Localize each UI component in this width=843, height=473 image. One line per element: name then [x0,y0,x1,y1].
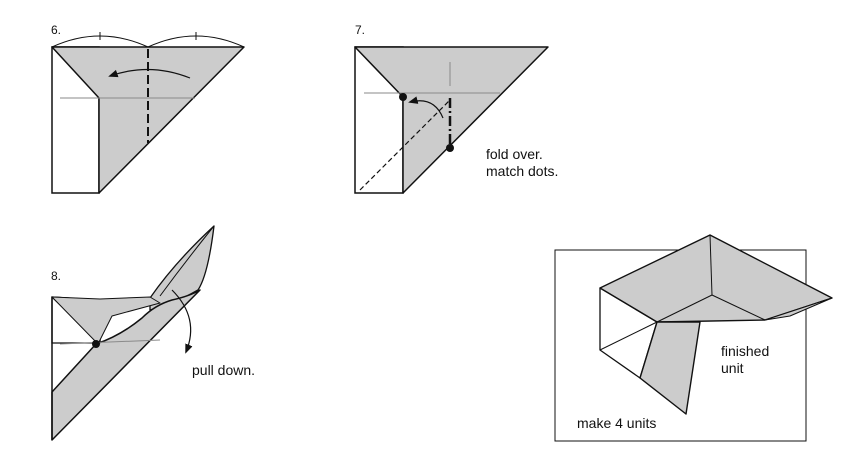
finished-unit-caption: make 4 units [577,415,656,431]
finished-unit-label-line-2: unit [721,360,744,376]
step-6-diagram: 6. [51,23,245,194]
step-7-dot-source [446,144,454,152]
step-6-number: 6. [51,23,61,37]
step-8-crease-horizontal [59,339,161,345]
step-8-main-sheet [51,289,201,441]
finished-unit-ridge-right [711,294,766,321]
step-8-dot [92,340,100,348]
finished-unit-face-edge [599,321,658,351]
finished-unit-ridge-left [599,287,658,323]
step-7-flap [354,46,549,194]
finished-unit-wing [764,297,833,321]
step-7-note-line-2: match dots. [486,163,558,179]
step-7-diagram: 7. fold over. match dots. [354,23,558,194]
step-7-number: 7. [355,23,365,37]
step-8-number: 8. [51,269,61,283]
finished-unit-ridge-vertical [709,234,713,296]
step-8-pull-arrow [171,289,193,354]
step-7-diagonal-fold-line [359,99,451,191]
step-6-fold-arrow [108,68,191,79]
finished-unit-leg [639,321,701,415]
step-8-flap-edge [159,225,215,297]
step-7-note-line-1: fold over. [486,146,543,162]
finished-unit-ridge-center [656,294,713,323]
step-8-note: pull down. [192,362,255,378]
step-7-fold-arrow [408,96,444,119]
step-7-dot-target [399,93,407,101]
finished-unit-label-line-1: finished [721,343,769,359]
step-8-diagram: 8. pull down. [51,225,255,441]
finished-unit-panel: finished unit make 4 units [554,234,833,442]
